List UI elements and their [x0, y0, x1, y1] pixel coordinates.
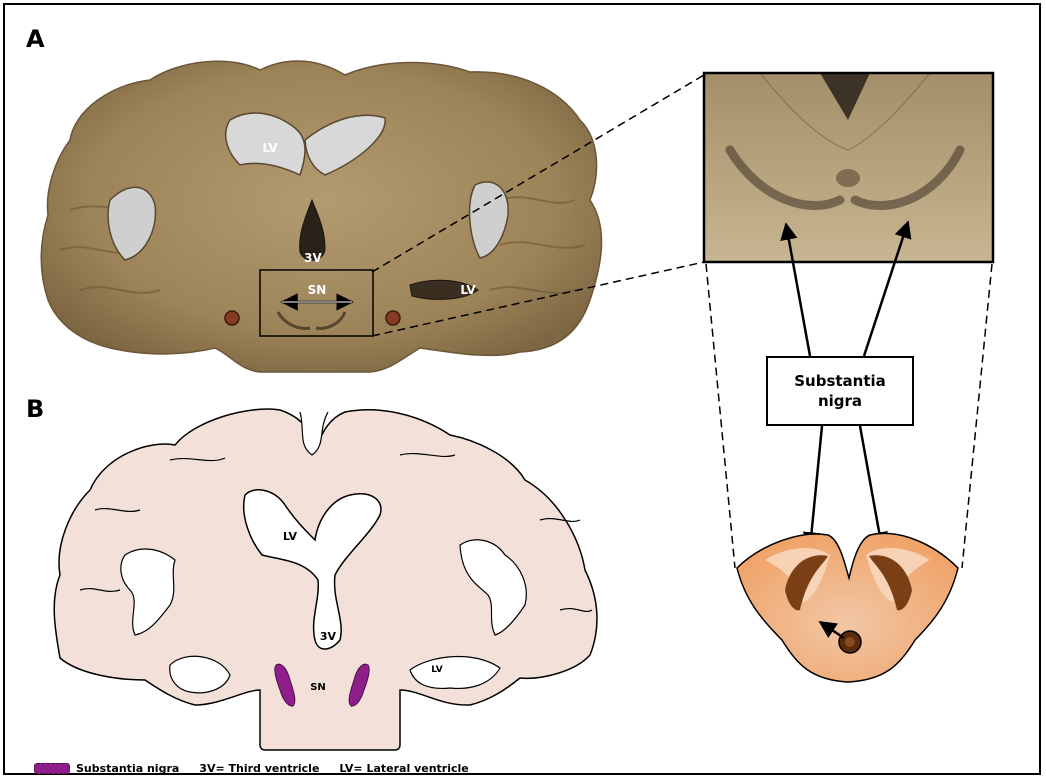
photo-label-sn: SN	[308, 283, 327, 297]
panel-label-a: A	[26, 25, 45, 53]
callout-line-1: Substantia	[794, 371, 886, 391]
callout-arrow-down-left	[810, 426, 822, 548]
callout-arrow-down-right	[860, 426, 882, 548]
legend-third-ventricle: 3V= Third ventricle	[199, 762, 319, 775]
legend-sn: Substantia nigra	[76, 762, 179, 775]
zoom-connector-left	[706, 264, 735, 568]
schematic-label-lv-right: LV	[431, 665, 442, 675]
schematic-label-sn: SN	[310, 682, 326, 693]
midbrain-illustration	[737, 533, 958, 682]
brain-schematic	[54, 409, 597, 750]
photo-label-lv-right: LV	[460, 283, 476, 297]
callout-line-2: nigra	[794, 391, 886, 411]
brain-section-photo	[41, 61, 601, 372]
legend-lateral-ventricle: LV= Lateral ventricle	[339, 762, 468, 775]
zoom-connector-right	[962, 264, 992, 568]
zoom-inset	[704, 73, 993, 262]
substantia-nigra-callout: Substantia nigra	[766, 356, 914, 426]
schematic-label-lv: LV	[283, 530, 297, 543]
legend-sn-swatch	[34, 763, 70, 774]
panel-label-b: B	[26, 395, 44, 423]
photo-label-3v: 3V	[304, 251, 322, 265]
legend: Substantia nigra 3V= Third ventricle LV=…	[34, 760, 469, 776]
schematic-label-3v: 3V	[320, 630, 337, 643]
photo-label-lv: LV	[262, 141, 278, 155]
